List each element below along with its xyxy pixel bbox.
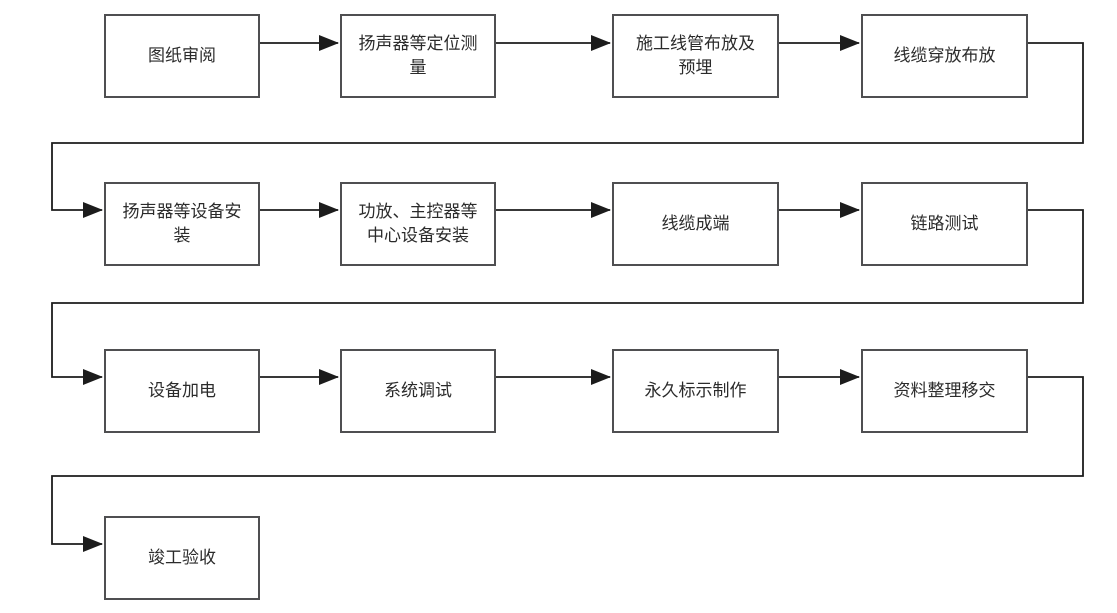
flow-box-link-testing: 链路测试 [861, 182, 1028, 266]
flow-box-speaker-equipment-install: 扬声器等设备安 装 [104, 182, 260, 266]
flow-box-documentation-handover: 资料整理移交 [861, 349, 1028, 433]
flow-box-speaker-positioning-survey: 扬声器等定位测 量 [340, 14, 496, 98]
flow-box-conduit-laying-preembed: 施工线管布放及 预埋 [612, 14, 779, 98]
flow-box-amp-controller-install: 功放、主控器等 中心设备安装 [340, 182, 496, 266]
wrap-connector-row3-row4 [51, 376, 1084, 552]
flow-box-cable-pulling-laying: 线缆穿放布放 [861, 14, 1028, 98]
flow-box-drawing-review: 图纸审阅 [104, 14, 260, 98]
flow-box-permanent-labeling: 永久标示制作 [612, 349, 779, 433]
flow-box-completion-acceptance: 竣工验收 [104, 516, 260, 600]
wrap-connector-row2-row3 [51, 209, 1084, 385]
flow-box-system-commissioning: 系统调试 [340, 349, 496, 433]
flow-box-cable-termination: 线缆成端 [612, 182, 779, 266]
flow-box-equipment-power-on: 设备加电 [104, 349, 260, 433]
wrap-connector-row1-row2 [51, 42, 1084, 218]
